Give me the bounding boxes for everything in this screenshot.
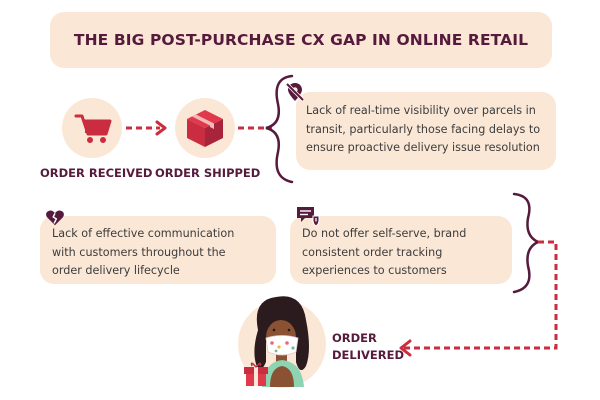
broken-heart-icon xyxy=(44,206,66,228)
title-banner: THE BIG POST-PURCHASE CX GAP IN ONLINE R… xyxy=(50,12,552,68)
arrowhead-delivered xyxy=(399,339,412,357)
order-delivered-label-line1: ORDER xyxy=(332,331,377,345)
order-delivered-label-line2: DELIVERED xyxy=(332,348,405,362)
connector-to-delivered xyxy=(404,240,558,350)
order-delivered-label: ORDER DELIVERED xyxy=(332,330,404,364)
package-box-icon xyxy=(187,110,223,147)
order-received-label: ORDER RECEIVED xyxy=(40,166,153,180)
bracket-shipped-gap xyxy=(265,74,294,184)
order-shipped-icon-circle xyxy=(175,98,235,158)
gift-box-icon xyxy=(244,362,268,386)
gap-card-self-serve: Do not offer self-serve, brand consisten… xyxy=(290,216,512,284)
arrowhead-shipped xyxy=(155,120,167,136)
gap-visibility-text: Lack of real-time visibility over parcel… xyxy=(306,104,541,154)
gap-card-visibility: Lack of real-time visibility over parcel… xyxy=(296,92,556,170)
gap-self-serve-text: Do not offer self-serve, brand consisten… xyxy=(302,227,467,277)
location-off-icon xyxy=(283,80,307,104)
shopping-cart-icon xyxy=(74,114,112,143)
page-title: THE BIG POST-PURCHASE CX GAP IN ONLINE R… xyxy=(73,31,529,49)
gap-card-communication: Lack of effective communication with cus… xyxy=(40,216,276,284)
gap-communication-text: Lack of effective communication with cus… xyxy=(52,227,235,277)
order-shipped-label: ORDER SHIPPED xyxy=(155,166,261,180)
order-received-icon-circle xyxy=(62,98,122,158)
chat-alert-icon xyxy=(295,205,321,227)
